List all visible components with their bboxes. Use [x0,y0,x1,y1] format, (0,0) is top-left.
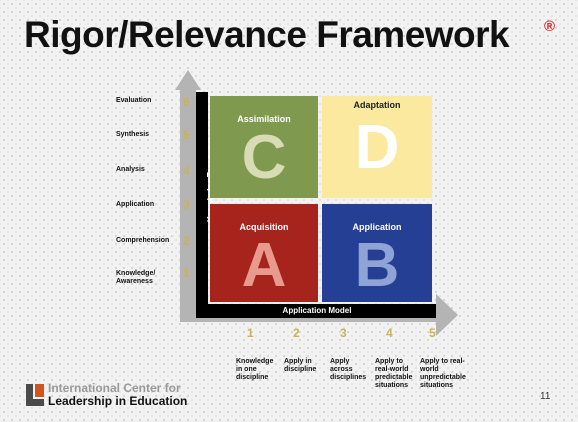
x-level-number: 2 [293,326,300,340]
quadrant-b-name: Application [352,222,402,232]
quadrant-c-name: Assimilation [237,114,291,124]
quadrant-c-letter: C [241,123,287,192]
slide-title: Rigor/Relevance Framework [24,14,510,55]
quadrant-d-name: Adaptation [353,100,401,110]
logo-line-2: Leadership in Education [48,394,188,408]
y-level-label: Knowledge/ Awareness [116,270,156,285]
x-level-number: 1 [247,326,254,340]
quadrant-b: Application B [322,204,432,302]
quadrant-c: Assimilation C [210,96,318,198]
icle-logo-icon [26,384,44,406]
quadrant-b-letter: B [354,231,400,300]
logo-line-1: International Center for [48,381,181,395]
y-level-label: Analysis [116,166,145,173]
y-level-number: 6 [183,95,190,109]
x-level-label: Apply to real-world predictable situatio… [375,358,413,389]
x-level-label: Apply in discipline [284,358,317,373]
registered-mark: ® [544,18,556,35]
y-level-label: Synthesis [116,131,150,138]
knowledge-taxonomy-bar [196,92,208,304]
x-axis-title: Application Model [282,306,352,315]
quadrant-d-letter: D [354,113,400,182]
x-level-label: Knowledge in one discipline [236,358,274,381]
vertical-axis-arrow [175,70,201,322]
y-level-label: Evaluation [116,97,152,104]
y-level-number: 3 [183,198,190,212]
quadrant-a: Acquisition A [210,204,318,302]
y-level-number: 1 [183,266,190,280]
application-model-bar [196,304,436,318]
x-level-label: Apply across disciplines [330,358,367,381]
page-number: 11 [540,391,551,402]
x-level-number: 5 [429,326,436,340]
quadrant-a-name: Acquisition [239,222,289,232]
x-level-label: Apply to real-world unpredictable situat… [420,358,466,389]
x-level-number: 3 [340,326,347,340]
y-level-number: 4 [183,164,190,178]
y-level-number: 2 [183,234,190,248]
y-level-label: Comprehension [116,237,170,244]
y-level-number: 5 [183,128,190,142]
quadrant-a-letter: A [241,231,287,300]
quadrant-d: Adaptation D [322,96,432,198]
x-level-number: 4 [386,326,393,340]
y-level-label: Application [116,201,155,208]
